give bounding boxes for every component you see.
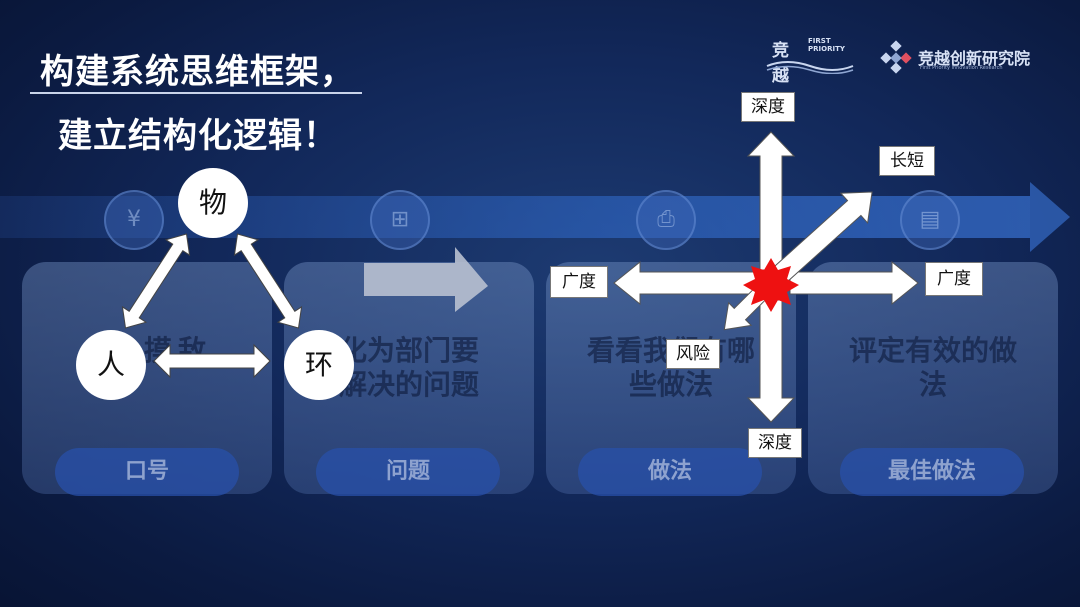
title-divider	[30, 92, 362, 94]
card-problem-text-line2: 解决的问题	[338, 368, 479, 401]
tag-right-breadth: 广度	[925, 262, 983, 296]
brand1-english: FIRST PRIORITY	[808, 37, 845, 53]
pill-best-practice: 最佳做法	[840, 448, 1024, 496]
document-icon: ▤	[900, 190, 960, 250]
card-best-practice-text-line1: 评定有效的做	[848, 334, 1017, 367]
card-slogan-text-a: 摸	[144, 334, 173, 367]
brand1-english-first: FIRST	[808, 37, 831, 45]
card-best-practice-text: 评定有效的做 法	[808, 334, 1058, 402]
card-slogan-text-b: 敌	[178, 334, 207, 367]
brand1-wave-icon	[766, 61, 854, 74]
brand2-english: First Priority Innovation Research	[920, 65, 1003, 71]
tag-left-breadth: 广度	[550, 266, 608, 298]
tag-upright-duration: 长短	[879, 146, 935, 176]
money-bag-icon: ¥	[104, 190, 164, 250]
process-arrow-head	[1030, 182, 1070, 252]
card-problem-text-line1: 化为部门要	[338, 334, 479, 367]
card-problem-text: 化为部门要 解决的问题	[284, 334, 534, 402]
slide-title-line2: 建立结构化逻辑！	[58, 116, 338, 156]
node-huan: 环	[284, 330, 354, 400]
tag-downleft-risk: 风险	[666, 339, 720, 369]
slide-title-line1: 构建系统思维框架，	[40, 52, 355, 92]
pill-practice: 做法	[578, 448, 762, 496]
node-wu: 物	[178, 168, 248, 238]
node-ren: 人	[76, 330, 146, 400]
pill-slogan: 口号	[55, 448, 239, 496]
brand1-english-priority: PRIORITY	[808, 45, 845, 53]
brand1-name: 竞越	[772, 41, 789, 86]
printer-icon: ⎙	[636, 190, 696, 250]
brand2-name: 竞越创新研究院	[918, 49, 1031, 68]
brand2-diamond-icon	[880, 40, 912, 74]
tag-down-depth: 深度	[748, 428, 802, 458]
org-chart-icon: ⊞	[370, 190, 430, 250]
tag-up-depth: 深度	[741, 92, 795, 122]
pill-problem: 问题	[316, 448, 500, 496]
card-best-practice-text-line2: 法	[918, 368, 947, 401]
card-practice-text-line2: 些做法	[628, 368, 713, 401]
